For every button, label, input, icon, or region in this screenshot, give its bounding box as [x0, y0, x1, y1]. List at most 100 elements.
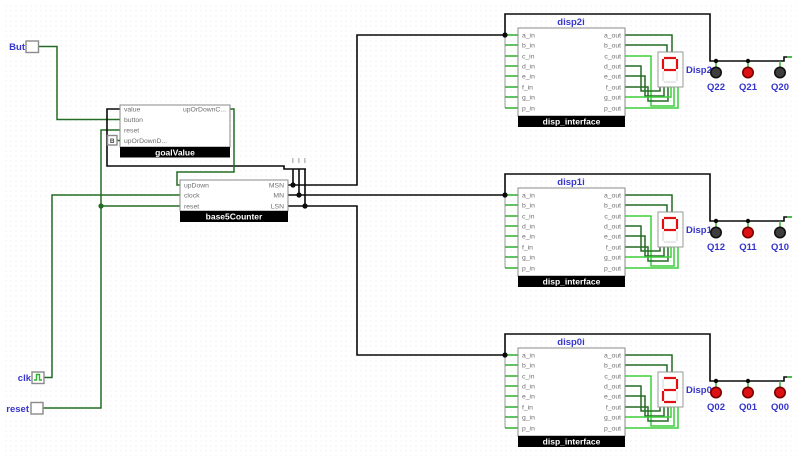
- but-pin-box[interactable]: [25, 40, 40, 54]
- disp2i-name-label: disp2i: [557, 17, 584, 28]
- led-label: Q12: [707, 242, 725, 253]
- clk-pin-box[interactable]: [31, 371, 45, 385]
- pin-label: e_in: [522, 74, 535, 81]
- pin-label: g_out: [604, 95, 621, 102]
- pin-label: d_in: [522, 224, 535, 231]
- led-q10[interactable]: [773, 226, 786, 239]
- probe-label: B: [110, 138, 115, 145]
- led-row-disp0[interactable]: Q02 Q01 Q00: [707, 386, 789, 413]
- pin-label: upOrDownC...: [183, 107, 226, 114]
- junction-dot: [296, 192, 302, 198]
- pin-label: d_out: [604, 64, 621, 71]
- input-pin-reset[interactable]: reset: [6, 401, 44, 416]
- pin-label: d_out: [604, 384, 621, 391]
- led-row-disp1[interactable]: Q12 Q11 Q10: [707, 226, 789, 253]
- led-row-disp2[interactable]: Q22 Q21 Q20: [707, 66, 789, 93]
- pin-label: b_in: [522, 43, 535, 50]
- pin-label: d_in: [522, 64, 535, 71]
- wire-lsn-to-disp0i[interactable]: [288, 205, 505, 356]
- disp2i-body[interactable]: [517, 27, 626, 117]
- input-pin-clk[interactable]: clk: [18, 371, 45, 385]
- disp-block-0i[interactable]: disp0i disp_interface a_in b_in c_in d_i…: [517, 337, 626, 447]
- base5counter-title: base5Counter: [206, 212, 263, 222]
- wire-but-to-button[interactable]: [38, 45, 120, 121]
- pin-label: a_out: [604, 353, 621, 360]
- led-q22[interactable]: [709, 66, 722, 79]
- wire-clk-to-clock[interactable]: [44, 194, 180, 379]
- pin-label: reset: [124, 128, 139, 135]
- pin-label: p_out: [604, 106, 621, 113]
- led-label: Q01: [739, 402, 758, 413]
- goalvalue-body[interactable]: [119, 104, 231, 148]
- led-label: Q00: [771, 402, 789, 413]
- led-q20[interactable]: [773, 66, 786, 79]
- pin-label: c_in: [522, 214, 535, 221]
- pin-label: e_out: [604, 74, 621, 81]
- pin-label: b_in: [522, 203, 535, 210]
- but-label: But: [9, 42, 26, 53]
- seven-segment-display-1[interactable]: Disp1: [657, 211, 713, 248]
- pin-label: a_out: [604, 33, 621, 40]
- pin-label: p_out: [604, 266, 621, 273]
- disp1i-name-label: disp1i: [557, 177, 584, 188]
- pin-label: d_out: [604, 224, 621, 231]
- wire-msn-to-disp2i[interactable]: [288, 34, 505, 186]
- goalvalue-block[interactable]: goalValue value button reset upOrDownD..…: [119, 104, 231, 158]
- base5counter-block[interactable]: base5Counter upDown clock reset MSN MN L…: [179, 179, 289, 222]
- pin-label: LSN: [271, 204, 284, 211]
- pin-label: value: [124, 107, 140, 114]
- pin-label: b_in: [522, 363, 535, 370]
- display-label: Disp0: [686, 385, 712, 396]
- pin-label: button: [124, 117, 143, 124]
- goalvalue-title: goalValue: [155, 148, 195, 158]
- pin-label: p_out: [604, 426, 621, 433]
- seven-segment-display-0[interactable]: Disp0: [657, 371, 712, 408]
- pin-label: a_out: [604, 193, 621, 200]
- base5counter-body[interactable]: [179, 179, 289, 212]
- wire-updown[interactable]: [176, 108, 235, 186]
- reset-pin-box[interactable]: [30, 401, 44, 415]
- pin-label: f_out: [606, 85, 621, 92]
- disp0i-name-label: disp0i: [557, 337, 584, 348]
- disp-block-2i[interactable]: disp2i disp_interface a_in b_in c_in d_i…: [517, 17, 626, 127]
- pin-label: upDown: [184, 183, 209, 190]
- probe-box[interactable]: [106, 134, 118, 146]
- disp1i-body[interactable]: [517, 187, 626, 277]
- led-q01[interactable]: [741, 386, 754, 399]
- disp1i-title-bar: [518, 276, 625, 287]
- led-q12[interactable]: [709, 226, 722, 239]
- led-q11[interactable]: [741, 226, 754, 239]
- pin-label: g_in: [522, 95, 535, 102]
- pin-label: f_out: [606, 405, 621, 412]
- pin-label: e_out: [604, 234, 621, 241]
- led-q21[interactable]: [741, 66, 754, 79]
- pin-label: MN: [273, 193, 284, 200]
- pin-label: d_in: [522, 384, 535, 391]
- pin-label: f_in: [522, 405, 533, 412]
- disp-block-1i[interactable]: disp1i disp_interface a_in b_in c_in d_i…: [517, 177, 626, 287]
- pin-label: f_out: [606, 245, 621, 252]
- pin-label: g_out: [604, 255, 621, 262]
- pin-label: g_in: [522, 415, 535, 422]
- led-q00[interactable]: [773, 386, 786, 399]
- wire-value-bus[interactable]: [106, 108, 306, 170]
- led-q02[interactable]: [709, 386, 722, 399]
- pin-label: a_in: [522, 33, 535, 40]
- wire-reset-main[interactable]: [43, 129, 120, 409]
- pin-label: MSN: [269, 183, 284, 190]
- splitter-taps[interactable]: [292, 169, 306, 206]
- led-label: Q22: [707, 82, 725, 93]
- disp0i-body[interactable]: [517, 347, 626, 437]
- disp1i-title: disp_interface: [543, 277, 601, 287]
- seven-segment-display-2[interactable]: Disp2: [657, 51, 712, 88]
- disp2i-title: disp_interface: [543, 117, 601, 127]
- pin-label: c_in: [522, 374, 535, 381]
- splitter-tick: [292, 158, 294, 163]
- junction-dot: [98, 203, 104, 209]
- probe-b[interactable]: B: [106, 134, 121, 146]
- pin-label: c_out: [604, 54, 621, 61]
- junction-dot: [302, 203, 308, 209]
- input-pin-but[interactable]: But: [9, 40, 40, 54]
